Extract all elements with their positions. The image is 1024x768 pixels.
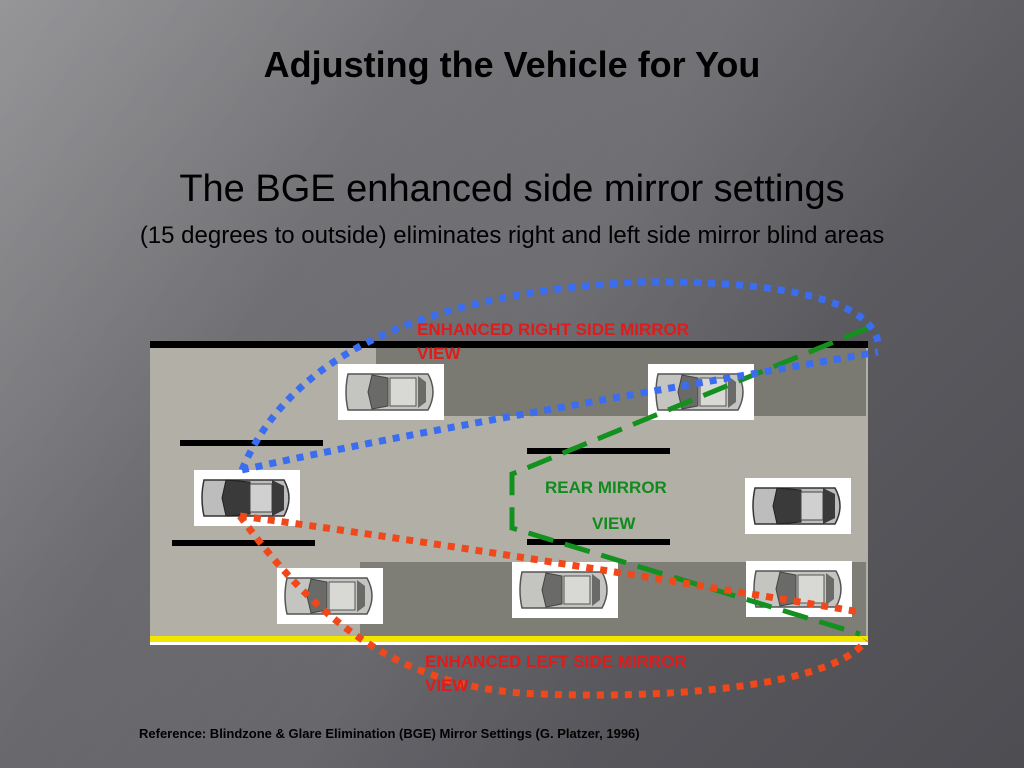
left-mirror-view-zone — [237, 512, 869, 699]
slide-subsubtitle: (15 degrees to outside) eliminates right… — [139, 222, 885, 249]
lane-marking — [172, 540, 315, 546]
lane-marking — [527, 448, 670, 454]
right-mirror-view-zone — [238, 278, 882, 474]
left-mirror-label: ENHANCED LEFT SIDE MIRROR — [425, 652, 687, 671]
reference-citation: Reference: Blindzone & Glare Elimination… — [139, 726, 640, 741]
road-bottom-edge — [150, 642, 868, 645]
rear-mirror-label-line2: VIEW — [592, 514, 636, 533]
road-top-edge — [150, 341, 868, 348]
rear-mirror-label: REAR MIRROR — [545, 478, 667, 497]
driver-vehicle — [193, 469, 301, 527]
slide-title: Adjusting the Vehicle for You — [263, 44, 761, 85]
slide-subtitle: The BGE enhanced side mirror settings — [179, 168, 845, 210]
vehicle — [337, 363, 445, 421]
left-mirror-label-line2: VIEW — [425, 676, 469, 695]
right-mirror-label-line2: VIEW — [417, 344, 461, 363]
right-mirror-label: ENHANCED RIGHT SIDE MIRROR — [417, 320, 689, 339]
road-shoulder-top — [376, 348, 866, 416]
vehicle — [276, 567, 384, 625]
vehicle — [647, 363, 755, 421]
vehicle — [744, 477, 852, 535]
lane-marking — [527, 539, 670, 545]
road-edge-yellow — [150, 636, 868, 642]
